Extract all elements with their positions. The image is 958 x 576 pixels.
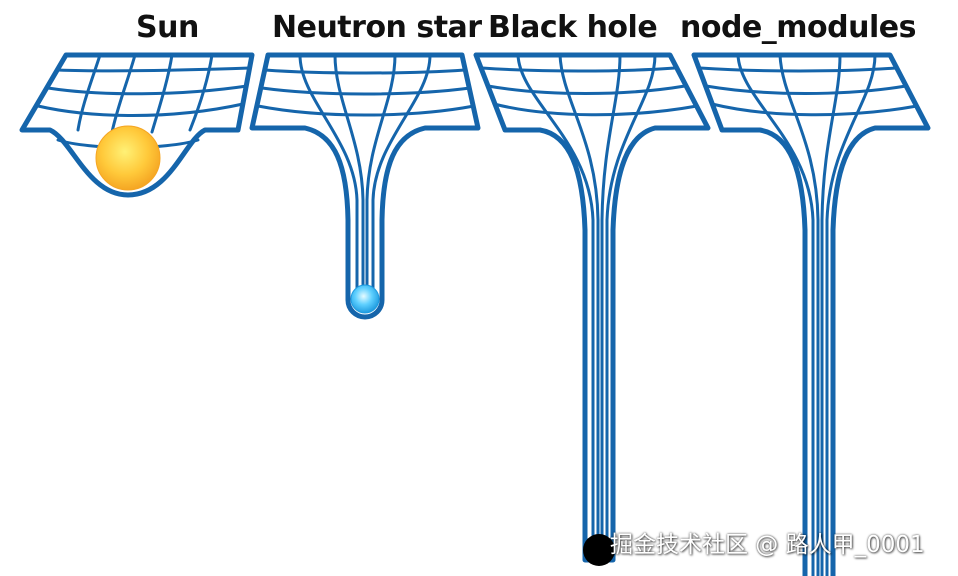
label-node-modules: node_modules [680, 10, 916, 45]
sun-sphere [95, 125, 161, 191]
black-hole-sphere [583, 534, 615, 566]
neutron-star-sphere [350, 284, 380, 314]
black-hole-spacetime-grid [473, 52, 711, 563]
label-neutron-star: Neutron star [272, 10, 482, 45]
node-modules-spacetime-grid [691, 52, 931, 576]
neutron-star-spacetime-grid [249, 52, 481, 320]
label-sun: Sun [136, 10, 199, 45]
watermark: 掘金技术社区 @ 路人甲_0001 [610, 532, 925, 558]
label-black-hole: Black hole [488, 10, 658, 45]
